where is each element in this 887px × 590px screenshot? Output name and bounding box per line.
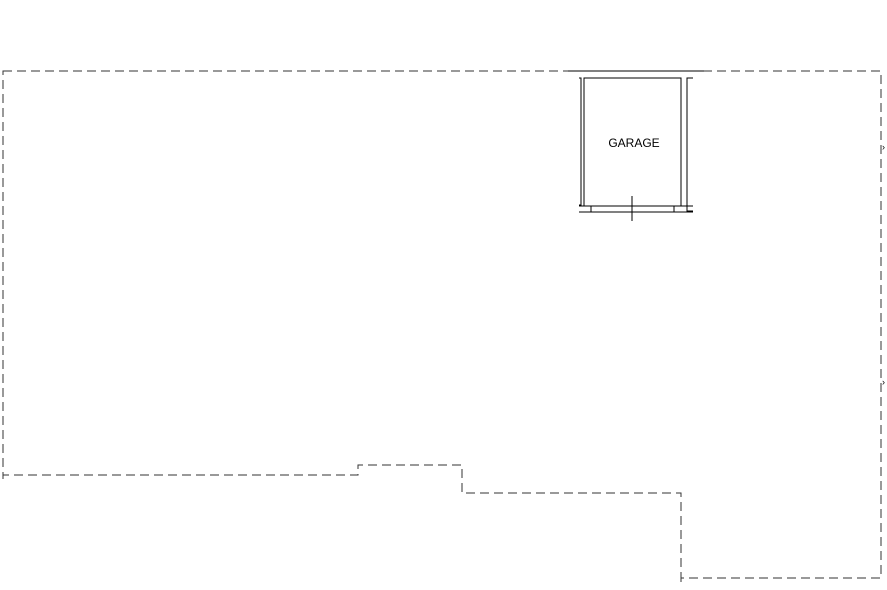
- edge-mark: ›: [882, 142, 885, 152]
- garage-label: GARAGE: [608, 136, 659, 150]
- garage-left-jamb: [579, 77, 582, 206]
- footprint-outline: [2, 70, 882, 579]
- garage-room: GARAGE: [579, 77, 693, 221]
- garage-right-jamb: [686, 77, 693, 212]
- edge-mark: ›: [882, 377, 885, 387]
